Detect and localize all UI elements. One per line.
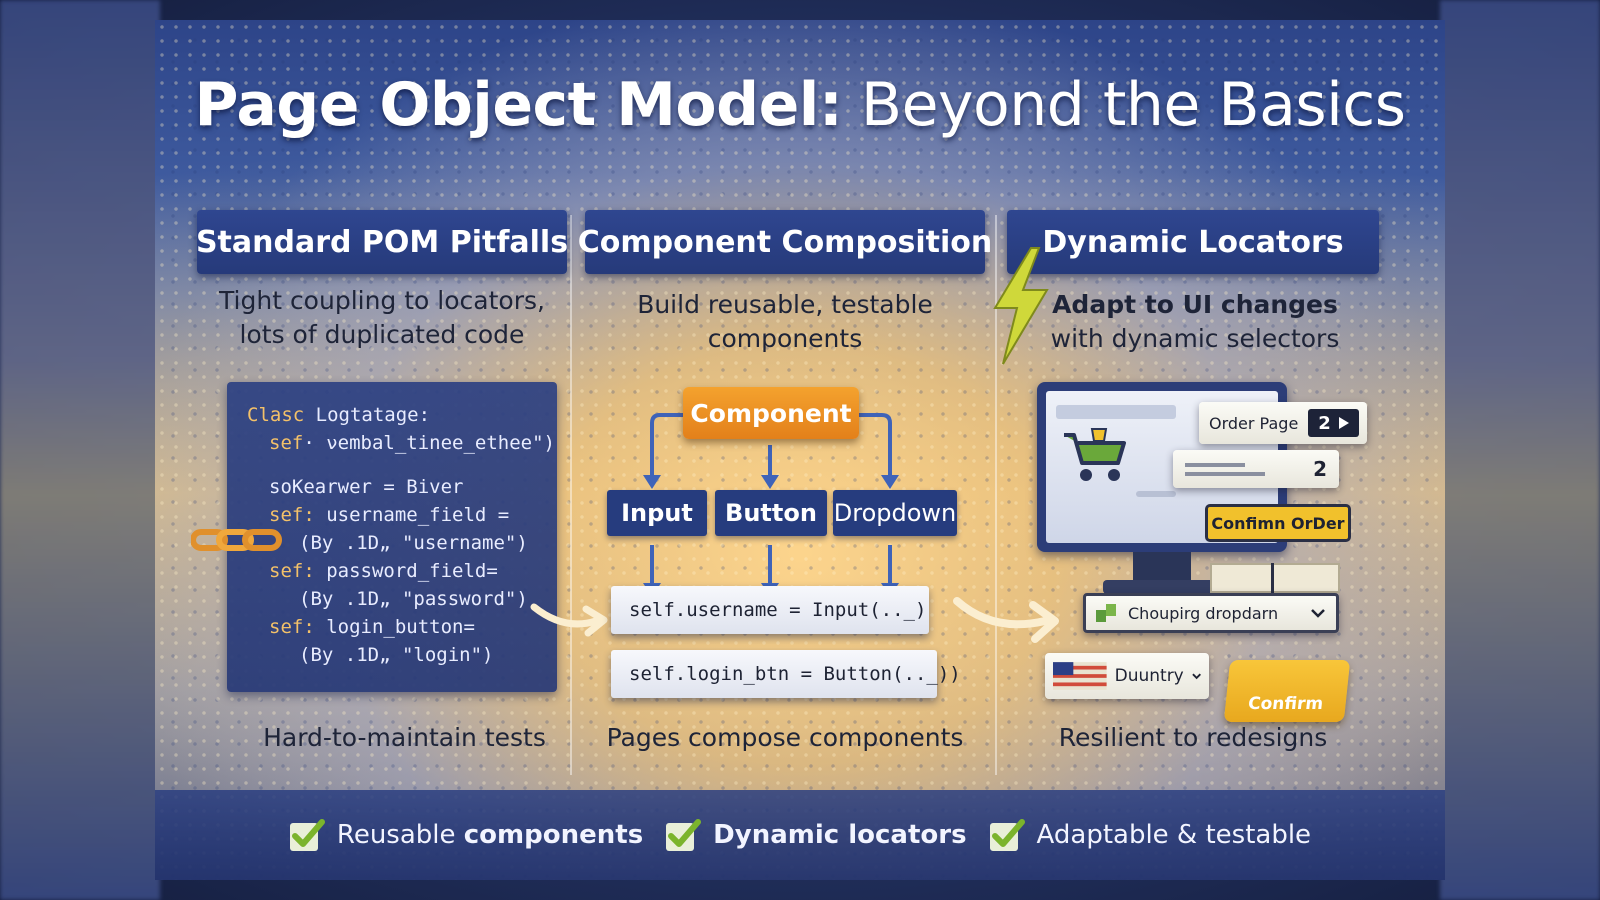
confirm-order-button[interactable]: Confimn OrDer xyxy=(1205,504,1351,542)
curved-arrow-icon xyxy=(953,597,1059,643)
pitfalls-description: Tight coupling to locators, lots of dupl… xyxy=(197,284,567,352)
username-code-card: self.username = Input(.._) xyxy=(611,586,929,634)
composition-description: Build reusable, testable components xyxy=(585,288,985,356)
chevron-down-icon xyxy=(1192,673,1201,679)
button-node: Button xyxy=(715,490,827,536)
header-dynamic-locators: Dynamic Locators xyxy=(1007,210,1379,274)
input-node: Input xyxy=(607,490,707,536)
benefit-item: Reusable components xyxy=(289,818,643,852)
composition-footer: Pages compose components xyxy=(606,723,964,752)
code-line: sef: login_button= xyxy=(269,616,475,638)
header-label: Dynamic Locators xyxy=(1042,224,1344,260)
header-component-composition: Component Composition xyxy=(578,210,992,274)
connector-line xyxy=(1271,563,1274,603)
chevron-down-icon xyxy=(1311,609,1325,618)
header-label: Component Composition xyxy=(577,224,993,260)
code-line: (By .1D„ "login") xyxy=(299,644,494,666)
column-divider-2 xyxy=(995,215,997,775)
connector-plate xyxy=(1210,563,1340,593)
monitor-stand xyxy=(1133,552,1191,582)
curved-arrow-icon xyxy=(530,603,608,637)
background-right xyxy=(1440,0,1600,900)
confirm-button[interactable]: Confirm xyxy=(1223,660,1351,722)
checkmark-icon xyxy=(666,819,702,851)
code-line: sef: password_field= xyxy=(269,560,498,582)
code-line: soKearwer = Biver xyxy=(269,476,464,498)
login-btn-code-card: self.login_btn = Button(.._)) xyxy=(611,650,961,698)
page-number-badge: 2 xyxy=(1308,409,1359,437)
lightning-bolt-icon xyxy=(993,247,1049,365)
infographic-panel: Page Object Model: Beyond the Basics Sta… xyxy=(155,20,1445,880)
code-line: sef: username_field = xyxy=(269,504,510,526)
code-line: (By .1D„ "password") xyxy=(299,588,528,610)
list-row-card: 2 xyxy=(1173,450,1339,488)
title-bold: Page Object Model: xyxy=(194,70,843,140)
description-line: Build reusable, testable xyxy=(637,290,933,319)
chain-link-icon xyxy=(191,529,282,551)
pitfalls-footer: Hard-to-maintain tests xyxy=(263,723,546,752)
code-line: Clasc Logtatage: xyxy=(247,404,431,426)
page-title: Page Object Model: Beyond the Basics xyxy=(155,70,1445,140)
code-line: sef· νembal_tinee_ethee") xyxy=(269,432,555,454)
checkmark-icon xyxy=(289,819,325,851)
dynamic-description: Adapt to UI changes with dynamic selecto… xyxy=(1035,288,1355,356)
header-standard-pom-pitfalls: Standard POM Pitfalls xyxy=(195,210,569,274)
column-divider-1 xyxy=(570,215,572,775)
order-page-card: Order Page 2 xyxy=(1199,402,1367,444)
monitor-base xyxy=(1103,580,1221,594)
component-node: Component xyxy=(683,387,859,439)
benefits-bar: Reusable components Dynamic locators Ada… xyxy=(155,790,1445,880)
background-left xyxy=(0,0,160,900)
checkmark-icon xyxy=(989,819,1025,851)
description-line: Adapt to UI changes xyxy=(1052,290,1338,319)
flag-icon xyxy=(1053,662,1107,690)
play-arrow-icon xyxy=(1338,417,1349,429)
shopping-cart-icon xyxy=(1064,428,1126,481)
benefit-item: Dynamic locators xyxy=(665,818,967,852)
pom-code-snippet: Clasc Logtatage: sef· νembal_tinee_ethee… xyxy=(227,382,557,692)
description-line: components xyxy=(707,324,863,353)
code-line: (By .1D„ "username") xyxy=(299,532,528,554)
description-line: with dynamic selectors xyxy=(1050,324,1340,353)
description-line: Tight coupling to locators, xyxy=(219,286,545,315)
dynamic-footer: Resilient to redesigns xyxy=(1058,723,1328,752)
benefit-item: Adaptable & testable xyxy=(989,818,1311,852)
row-value: 2 xyxy=(1313,457,1327,481)
country-select[interactable]: Duuntry xyxy=(1045,653,1209,699)
dropdown-node: Dropdown xyxy=(833,490,957,536)
title-light: Beyond the Basics xyxy=(842,70,1406,140)
header-label: Standard POM Pitfalls xyxy=(195,224,569,260)
description-line: lots of duplicated code xyxy=(239,320,525,349)
dropdown-widget[interactable]: Choupirg dropdarn xyxy=(1083,593,1339,633)
grid-icon xyxy=(1096,604,1116,622)
